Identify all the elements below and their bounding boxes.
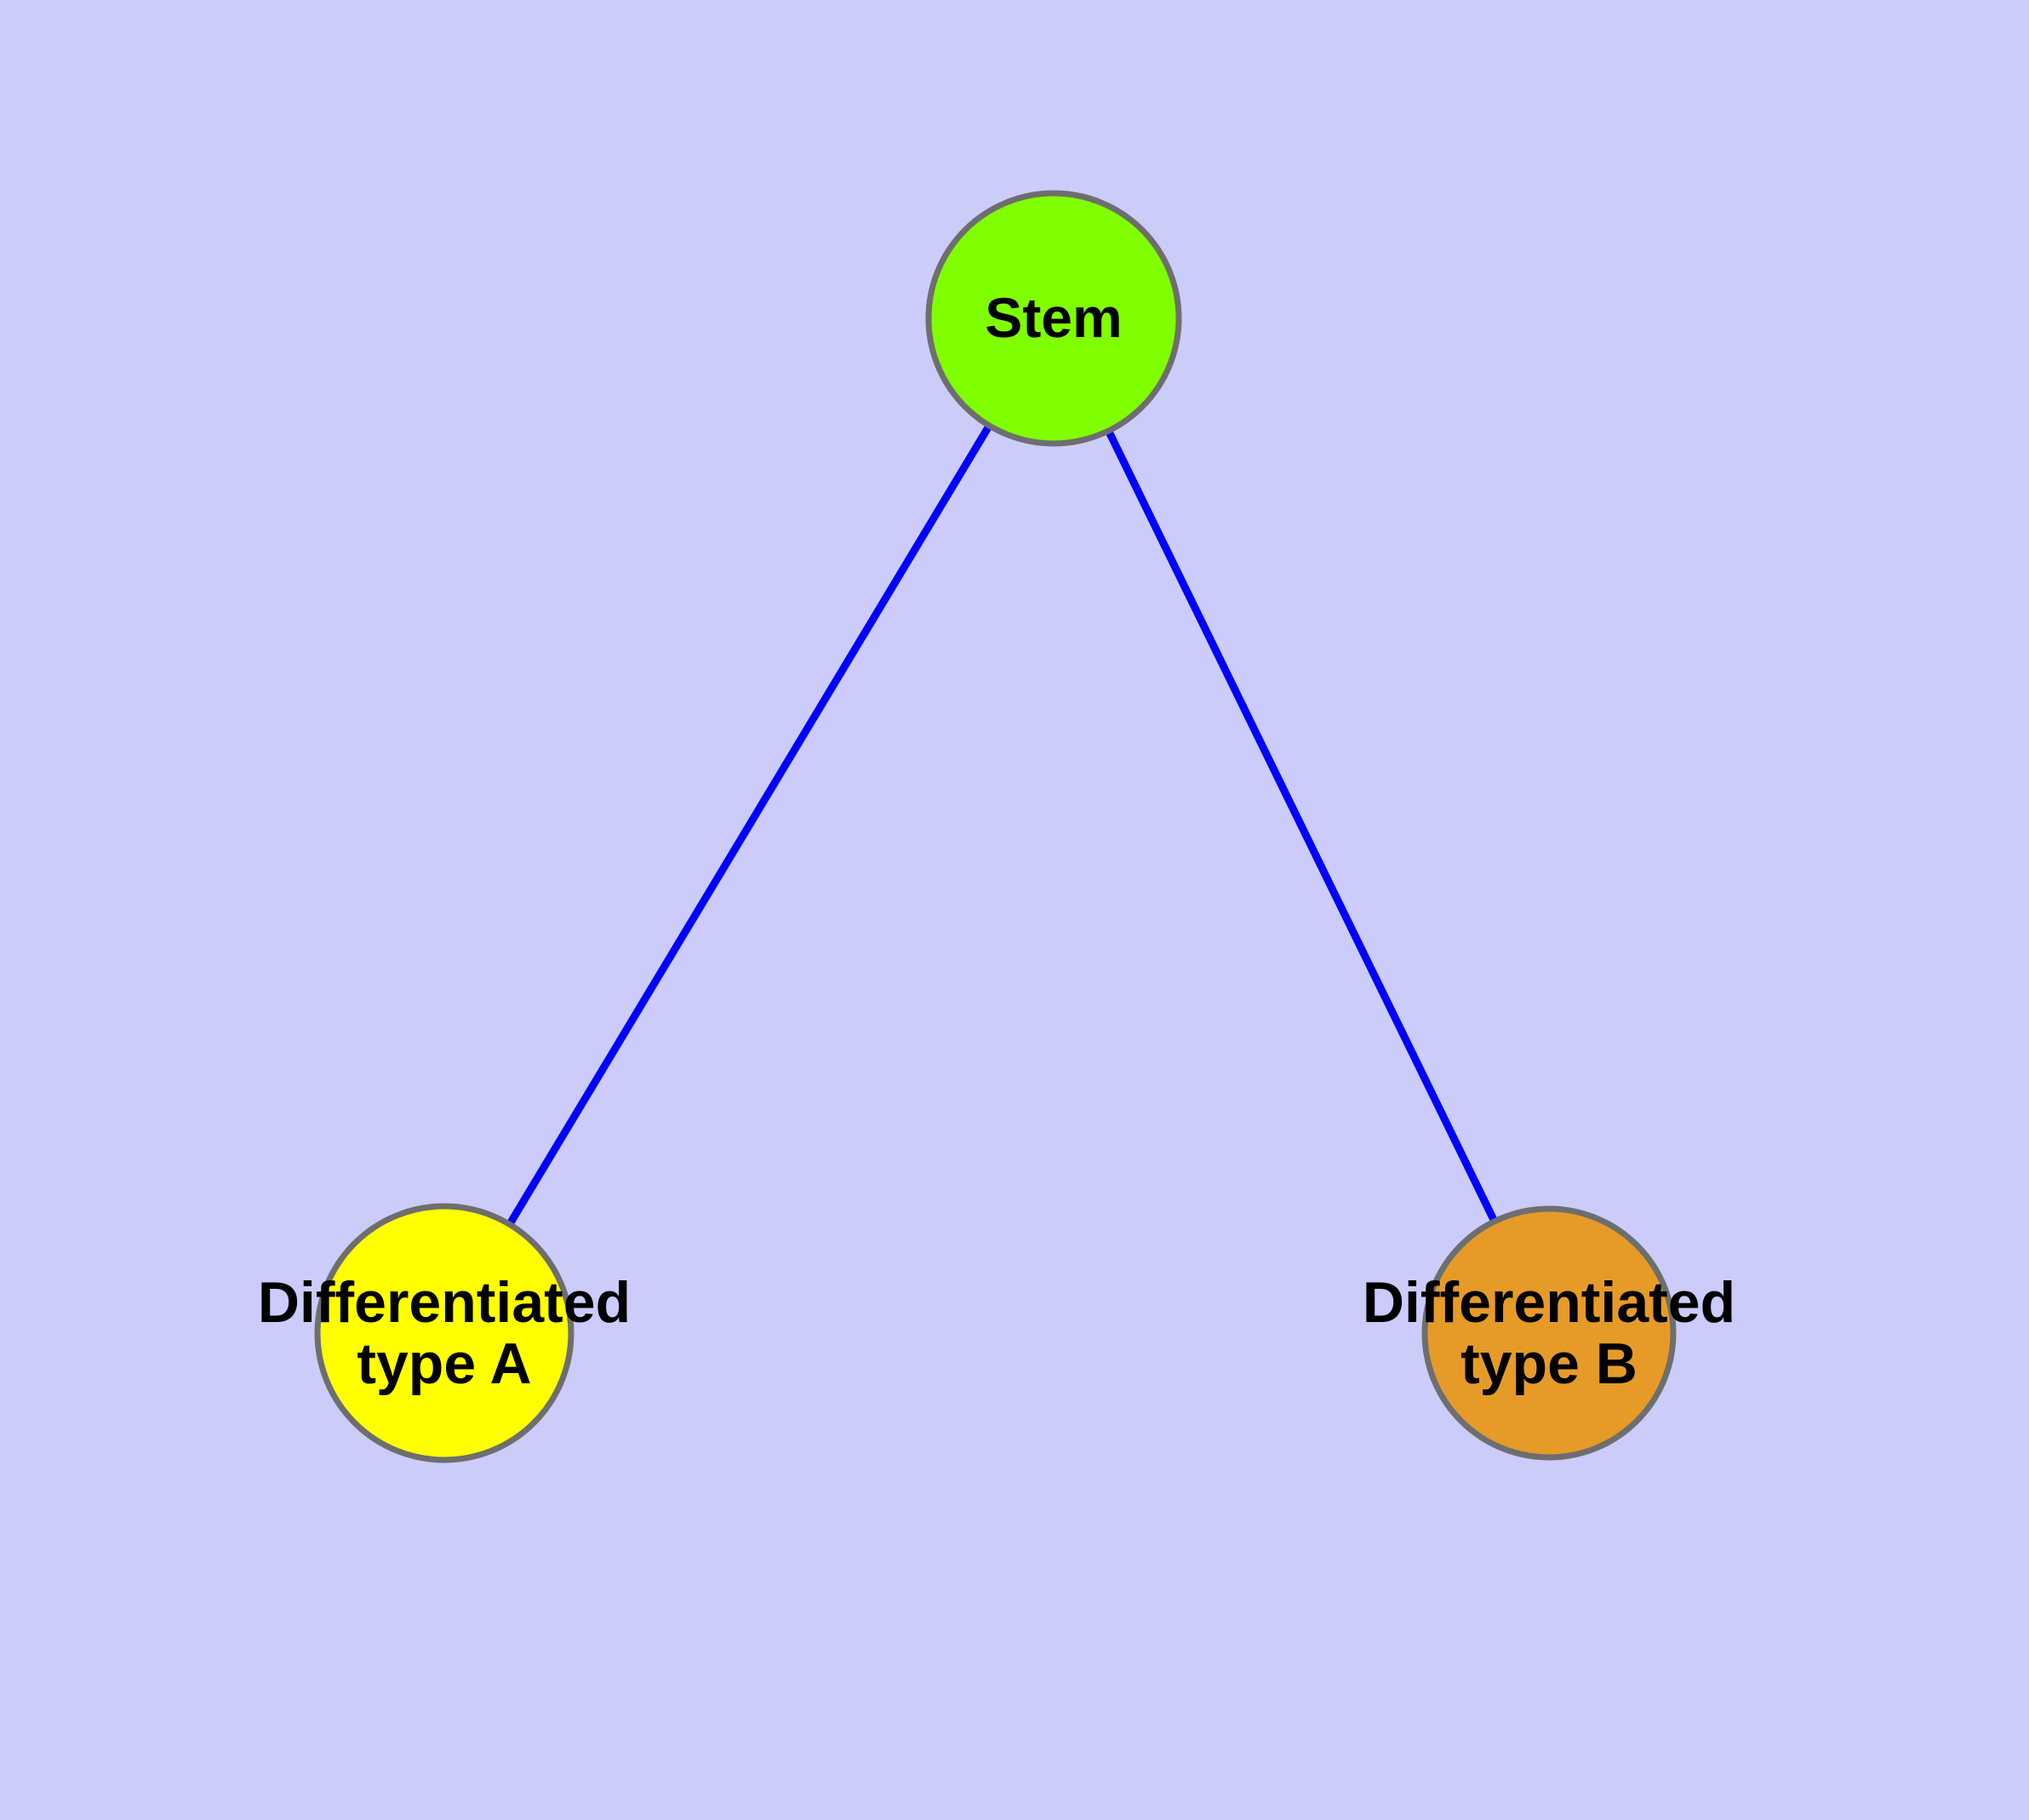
edge-stem-to-differentiated-type-a[interactable]: [506, 425, 992, 1225]
edge-stem-to-differentiated-type-b[interactable]: [1106, 430, 1498, 1222]
node-layer: [314, 190, 1677, 1463]
node-differentiated-type-b[interactable]: [1421, 1205, 1677, 1461]
edge-layer: [506, 425, 1498, 1225]
node-differentiated-type-a[interactable]: [314, 1203, 574, 1463]
node-stem[interactable]: [925, 190, 1182, 447]
